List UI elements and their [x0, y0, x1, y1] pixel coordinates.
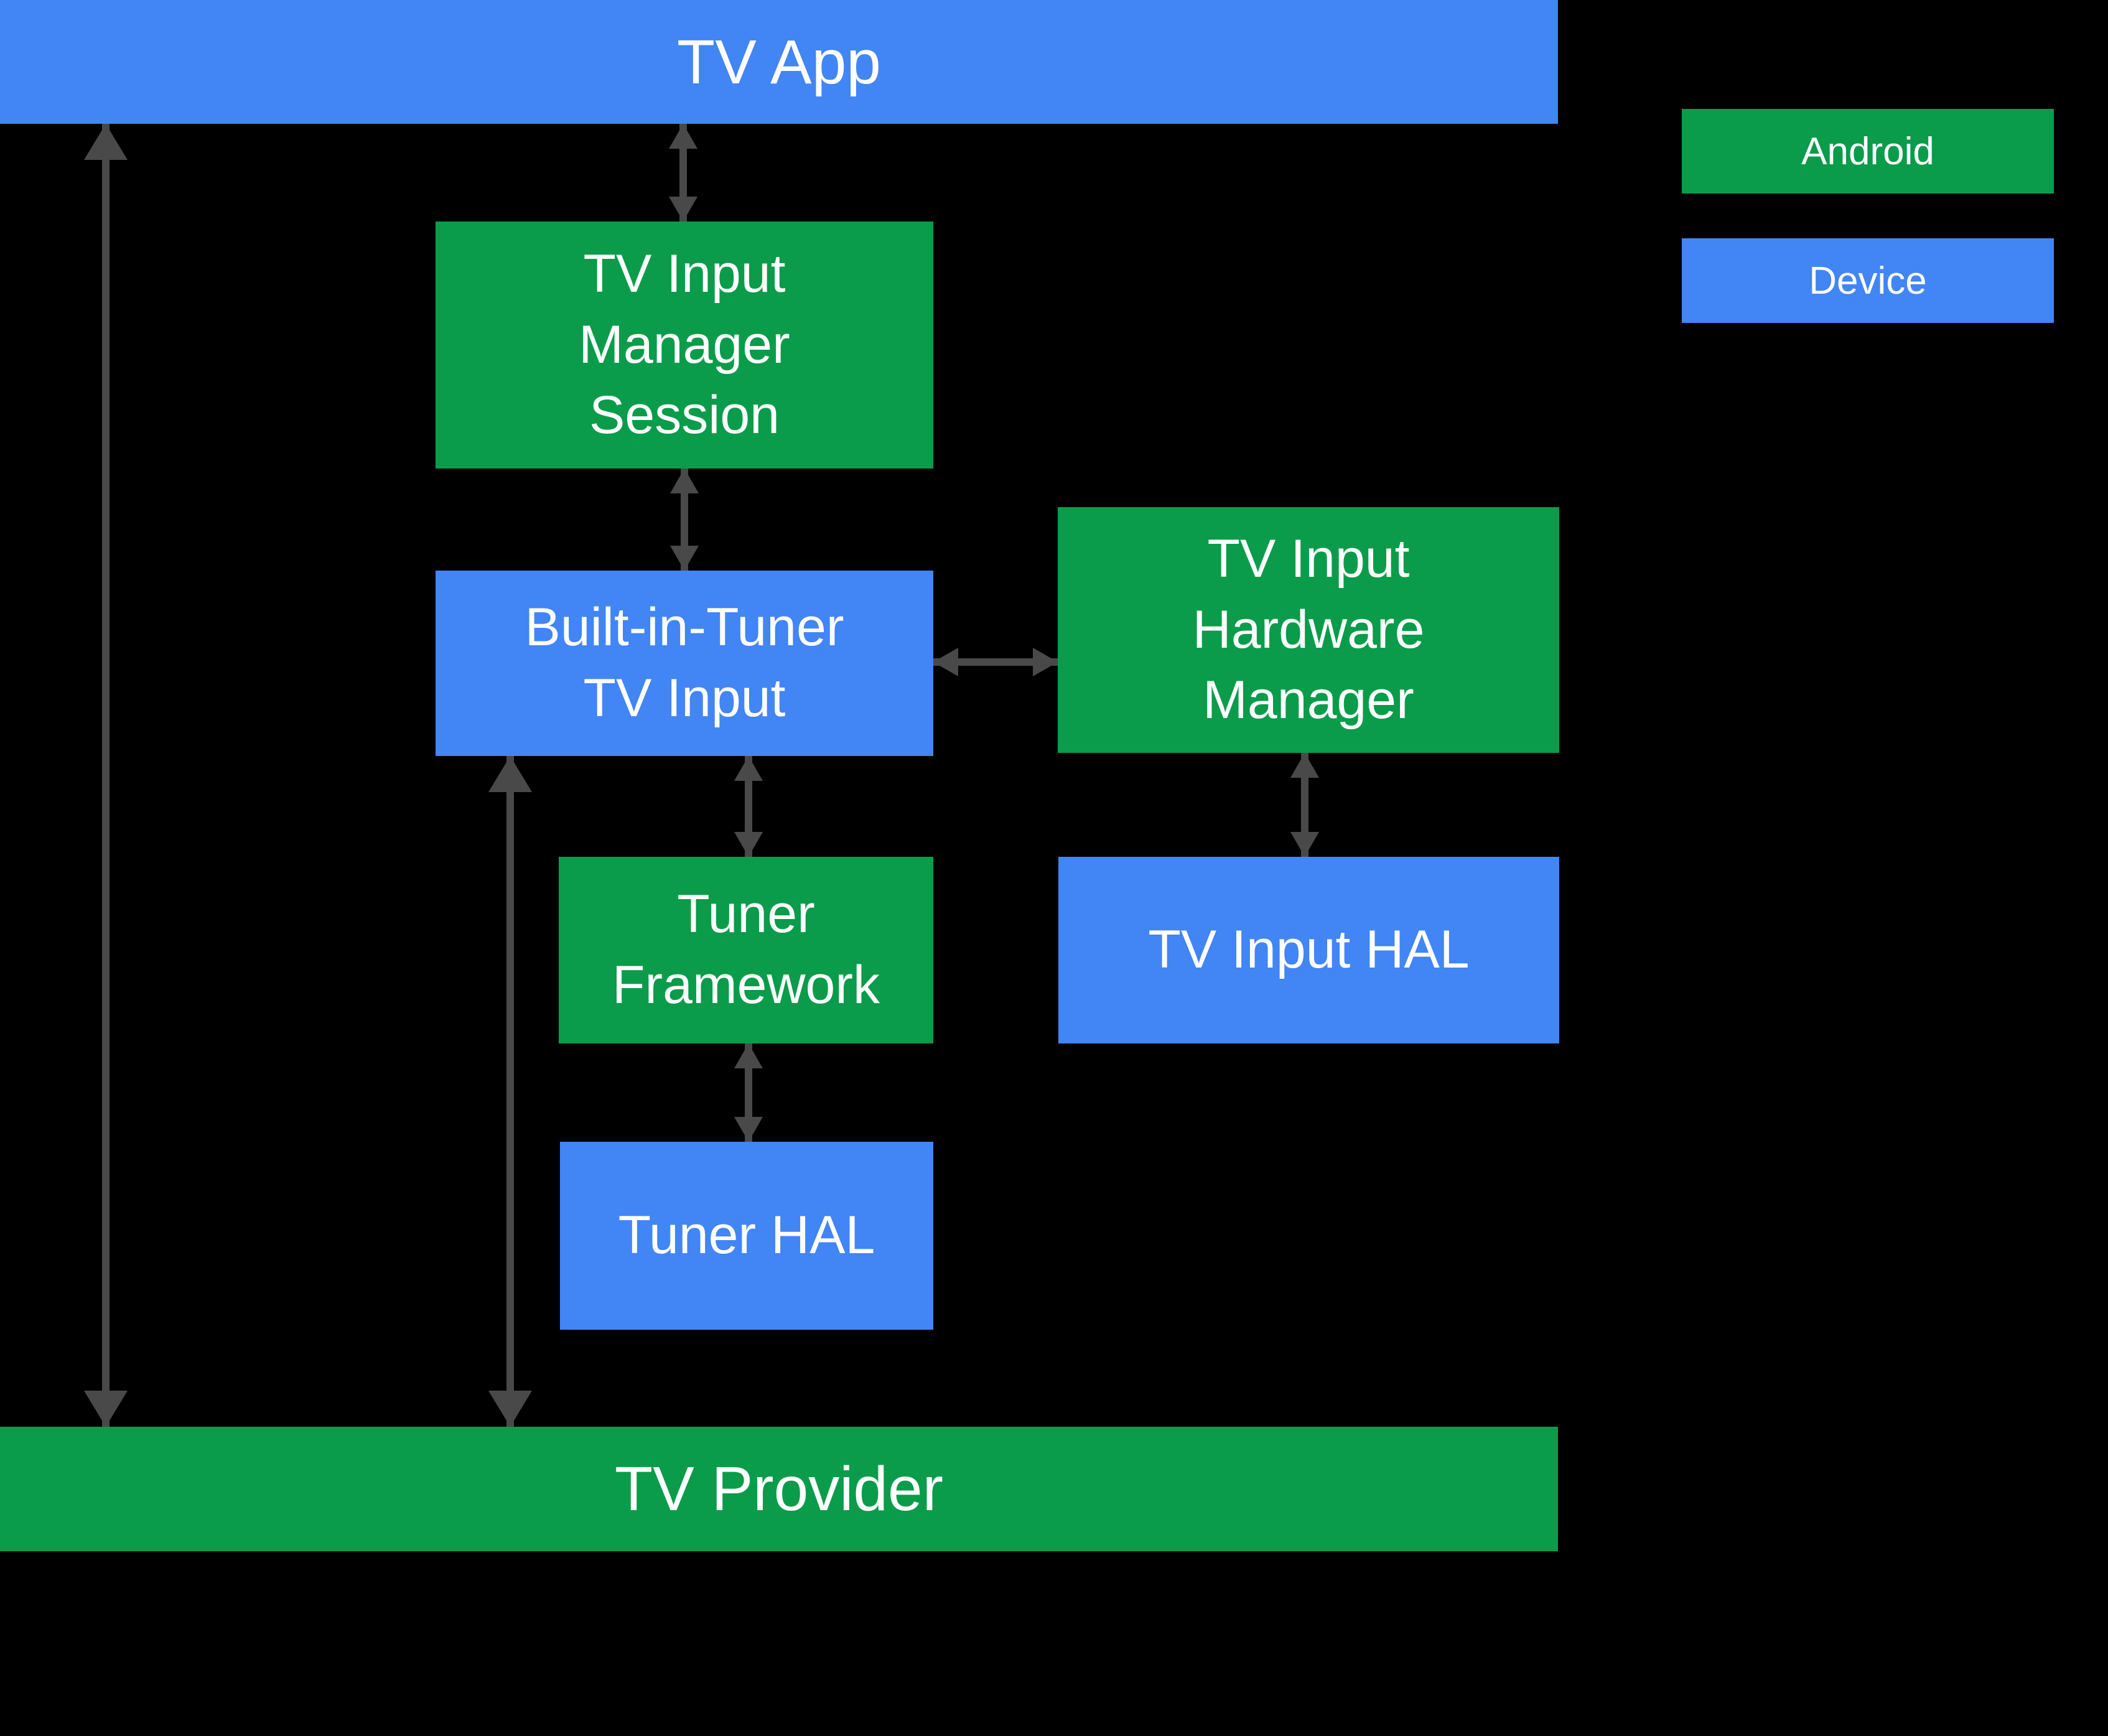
node-tuner-hal: Tuner HAL — [560, 1142, 933, 1330]
arrow-tv-input-hardware-manager-tv-input-hal — [1290, 753, 1319, 857]
arrow-built-in-tuner-tv-provider — [488, 756, 532, 1427]
arrow-tv-app-tv-provider — [84, 124, 128, 1427]
legend-device: Device — [1682, 238, 2054, 323]
node-tv-input-manager-session: TV Input Manager Session — [436, 222, 933, 469]
node-tv-input-hal: TV Input HAL — [1058, 857, 1559, 1043]
legend-android: Android — [1682, 109, 2054, 194]
node-built-in-tuner-tv-input: Built-in-Tuner TV Input — [436, 571, 933, 756]
arrow-built-in-tuner-tv-input-hardware-manager — [933, 648, 1058, 676]
node-tuner-framework: Tuner Framework — [559, 857, 933, 1043]
node-tv-app: TV App — [0, 0, 1558, 124]
arrow-built-in-tuner-tuner-framework — [734, 756, 763, 857]
node-tv-input-hardware-manager: TV Input Hardware Manager — [1058, 507, 1559, 753]
node-tv-provider: TV Provider — [0, 1427, 1558, 1551]
arrow-tv-app-tv-input-manager-session — [669, 124, 697, 222]
arrow-tuner-framework-tuner-hal — [734, 1043, 763, 1142]
arrow-tv-input-manager-session-built-in-tuner — [670, 469, 699, 571]
